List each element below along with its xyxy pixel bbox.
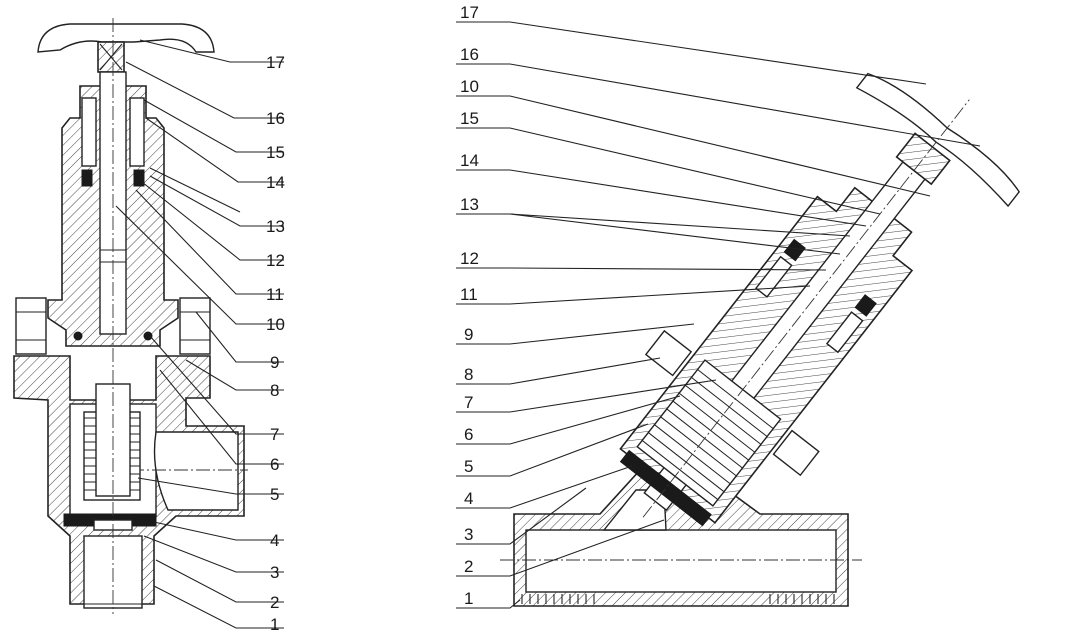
- right-handwheel: [855, 72, 1021, 208]
- left-packing-right: [133, 169, 145, 187]
- left-leader-lines: [115, 39, 284, 629]
- left-label-17: 17: [266, 53, 285, 72]
- right-bolt-lower: [772, 429, 820, 477]
- right-label-12: 12: [460, 249, 479, 268]
- right-label-1: 1: [464, 589, 473, 608]
- left-label-12: 12: [266, 251, 285, 270]
- left-bolt-right: [179, 297, 211, 355]
- straight-valve-section: [13, 18, 248, 614]
- left-label-9: 9: [270, 353, 279, 372]
- right-label-15: 15: [460, 109, 479, 128]
- right-bolt-upper: [644, 329, 693, 377]
- left-label-2: 2: [270, 593, 279, 612]
- right-label-4: 4: [464, 489, 473, 508]
- angled-valve-section: [500, 72, 1021, 607]
- left-label-15: 15: [266, 143, 285, 162]
- left-handwheel: [37, 23, 215, 53]
- right-label-11: 11: [460, 285, 478, 304]
- left-label-11: 11: [266, 285, 284, 304]
- left-label-8: 8: [270, 381, 279, 400]
- left-label-14: 14: [266, 173, 285, 192]
- right-pipe-bore: [525, 529, 837, 593]
- left-packing-left: [81, 169, 93, 187]
- right-label-9: 9: [464, 325, 473, 344]
- right-label-7: 7: [464, 393, 473, 412]
- left-label-1: 1: [270, 615, 279, 632]
- right-label-14: 14: [460, 151, 479, 170]
- left-label-3: 3: [270, 563, 279, 582]
- left-side-port: [153, 431, 239, 511]
- right-leader-lines: [456, 21, 981, 609]
- left-label-5: 5: [270, 485, 279, 504]
- right-label-2: 2: [464, 557, 473, 576]
- left-bolt-left: [15, 297, 47, 355]
- right-label-10: 10: [460, 77, 479, 96]
- left-label-7: 7: [270, 425, 279, 444]
- right-label-13: 13: [460, 195, 479, 214]
- left-label-10: 10: [266, 315, 285, 334]
- right-label-16: 16: [460, 45, 479, 64]
- left-part-labels: 17 16 15 14 13 12 11 10 9 8 7 6 5 4 3 2 …: [266, 53, 285, 632]
- left-label-4: 4: [270, 531, 279, 550]
- left-label-6: 6: [270, 455, 279, 474]
- right-label-6: 6: [464, 425, 473, 444]
- right-label-5: 5: [464, 457, 473, 476]
- right-label-17: 17: [460, 3, 479, 22]
- right-label-8: 8: [464, 365, 473, 384]
- left-label-13: 13: [266, 217, 285, 236]
- left-label-16: 16: [266, 109, 285, 128]
- right-part-labels: 17 16 10 15 14 13 12 11 9 8 7 6 5 4 3 2 …: [460, 3, 479, 608]
- right-label-3: 3: [464, 525, 473, 544]
